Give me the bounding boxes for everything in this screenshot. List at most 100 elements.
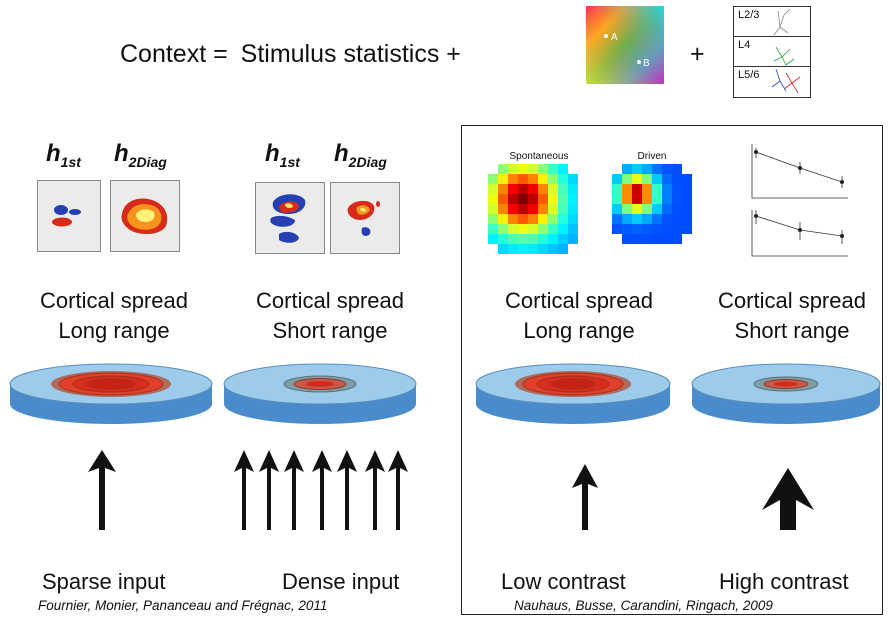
- heatmap-cell: [682, 224, 692, 234]
- heatmap-cell: [528, 194, 538, 204]
- heatmap-cell: [558, 234, 568, 244]
- heatmap-cell: [672, 204, 682, 214]
- heatmap-cell: [548, 224, 558, 234]
- heatmap-cell: [622, 224, 632, 234]
- heatmap-cell: [558, 184, 568, 194]
- receptive-field-h2diag-2: [330, 182, 400, 254]
- heatmap-cell: [662, 184, 672, 194]
- heatmap-cell: [538, 214, 548, 224]
- heatmap-cell: [528, 184, 538, 194]
- heatmap-cell: [508, 224, 518, 234]
- heatmap-cell: [528, 224, 538, 234]
- heatmap-cell: [632, 214, 642, 224]
- heatmap-cell: [642, 234, 652, 244]
- heatmap-cell: [662, 174, 672, 184]
- input-arrows-dense: [234, 450, 408, 530]
- heatmap-cell: [558, 204, 568, 214]
- heatmap-cell: [488, 224, 498, 234]
- heatmap-cell: [518, 174, 528, 184]
- contrast-line-plots: [751, 144, 848, 257]
- heatmap-cell: [568, 194, 578, 204]
- heatmap-cell: [518, 234, 528, 244]
- orientation-map-thumbnail: A B: [586, 6, 664, 84]
- heatmap-cell: [652, 194, 662, 204]
- heatmap-cell: [498, 234, 508, 244]
- receptive-field-h1st-2: [255, 182, 325, 254]
- map-label-b: B: [643, 58, 650, 69]
- heatmap-cell: [528, 204, 538, 214]
- heatmap-cell: [528, 234, 538, 244]
- heatmap-cell: [642, 194, 652, 204]
- heatmap-cell: [642, 164, 652, 174]
- heatmap-cell: [548, 194, 558, 204]
- heatmap-cell: [488, 174, 498, 184]
- heatmap-cell: [498, 174, 508, 184]
- heatmap-cell: [672, 174, 682, 184]
- heatmap-cell: [672, 194, 682, 204]
- heatmap-cell: [528, 174, 538, 184]
- heatmap-cell: [622, 184, 632, 194]
- context-equation: Context = Stimulus statistics +: [120, 40, 467, 69]
- heatmap-cell: [652, 224, 662, 234]
- heatmap-cell: [558, 174, 568, 184]
- heatmap-cell: [558, 214, 568, 224]
- heatmap-cell: [662, 204, 672, 214]
- heatmap-cell: [662, 234, 672, 244]
- heatmap-label-spontaneous: Spontaneous: [509, 151, 569, 162]
- input-label-low: Low contrast: [501, 569, 626, 594]
- heatmap-cell: [568, 234, 578, 244]
- heatmap-cell: [622, 204, 632, 214]
- heatmap-cell: [642, 204, 652, 214]
- spread-line1: Cortical spread: [40, 288, 188, 313]
- heatmap-cell: [612, 204, 622, 214]
- heatmap-cell: [508, 204, 518, 214]
- heatmap-cell: [632, 184, 642, 194]
- heatmap-cell: [518, 204, 528, 214]
- heatmap-cell: [538, 224, 548, 234]
- heatmap-cell: [518, 244, 528, 254]
- input-label-sparse: Sparse input: [42, 569, 166, 594]
- heatmap-cell: [498, 164, 508, 174]
- heatmap-cell: [682, 184, 692, 194]
- heatmap-cell: [568, 174, 578, 184]
- heatmap-cell: [622, 194, 632, 204]
- heatmap-cell: [538, 164, 548, 174]
- heatmap-cell: [488, 194, 498, 204]
- heatmap-cell: [498, 214, 508, 224]
- heatmap-cell: [528, 164, 538, 174]
- heatmap-cell: [652, 214, 662, 224]
- heatmap-cell: [632, 234, 642, 244]
- left-citation: Fournier, Monier, Pananceau and Frégnac,…: [38, 598, 328, 613]
- spread-label-low: Cortical spread Long range: [486, 286, 672, 346]
- right-citation: Nauhaus, Busse, Carandini, Ringach, 2009: [514, 598, 773, 613]
- heatmap-cell: [672, 184, 682, 194]
- input-arrow-low-contrast: [572, 464, 598, 530]
- heatmap-cell: [662, 224, 672, 234]
- h2diag-label-1: h2Diag: [114, 140, 167, 170]
- layer-l4: L4: [734, 37, 810, 67]
- spread-label-dense: Cortical spread Short range: [240, 286, 420, 346]
- heatmap-cell: [528, 214, 538, 224]
- heatmap-cell: [488, 184, 498, 194]
- heatmap-cell: [488, 214, 498, 224]
- heatmap-cell: [662, 164, 672, 174]
- heatmap-cell: [612, 214, 622, 224]
- heatmap-cell: [612, 224, 622, 234]
- heatmap-cell: [612, 174, 622, 184]
- spread-line2: Short range: [272, 318, 388, 343]
- heatmap-cell: [568, 224, 578, 234]
- heatmap-cell: [558, 194, 568, 204]
- heatmap-cell: [538, 194, 548, 204]
- heatmap-cell: [548, 184, 558, 194]
- heatmap-cell: [652, 184, 662, 194]
- heatmap-cell: [662, 214, 672, 224]
- spread-label-high: Cortical spread Short range: [700, 286, 884, 346]
- heatmap-cell: [612, 194, 622, 204]
- heatmap-cell: [548, 204, 558, 214]
- cortex-disk-low: [475, 363, 671, 424]
- heatmap-cell: [622, 164, 632, 174]
- heatmap-cell: [498, 204, 508, 214]
- spread-line1: Cortical spread: [505, 288, 653, 313]
- heatmap-cell: [622, 174, 632, 184]
- heatmap-cell: [498, 244, 508, 254]
